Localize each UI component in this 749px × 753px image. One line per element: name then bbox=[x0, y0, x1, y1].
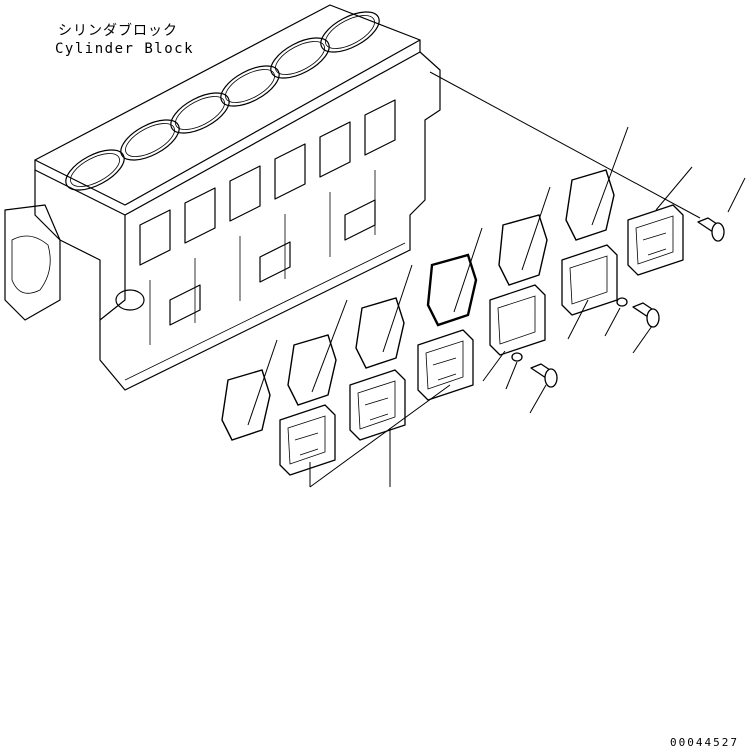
side-cover bbox=[627, 204, 684, 276]
gasket bbox=[355, 297, 405, 369]
washer bbox=[511, 352, 523, 362]
gasket bbox=[287, 334, 337, 406]
side-cover bbox=[349, 369, 406, 441]
fasteners bbox=[511, 217, 725, 388]
gasket bbox=[221, 369, 271, 441]
side-cover bbox=[561, 244, 618, 316]
cover-gaskets bbox=[221, 169, 615, 441]
drawing-number: 00044527 bbox=[670, 736, 739, 749]
side-cover bbox=[489, 284, 546, 356]
side-cover bbox=[417, 329, 474, 401]
bolt bbox=[530, 363, 558, 388]
gasket bbox=[498, 214, 548, 286]
gasket bbox=[565, 169, 615, 241]
cylinder-block bbox=[4, 4, 441, 391]
washer bbox=[616, 297, 628, 307]
leader-lines bbox=[247, 71, 746, 488]
bolt bbox=[697, 217, 725, 242]
cylinder-block-label-english: Cylinder Block bbox=[55, 41, 195, 57]
side-covers bbox=[279, 204, 684, 476]
bolt bbox=[632, 302, 660, 328]
gasket bbox=[426, 253, 478, 327]
cylinder-block-label-japanese: シリンダブロック bbox=[58, 23, 178, 39]
side-cover bbox=[279, 404, 336, 476]
